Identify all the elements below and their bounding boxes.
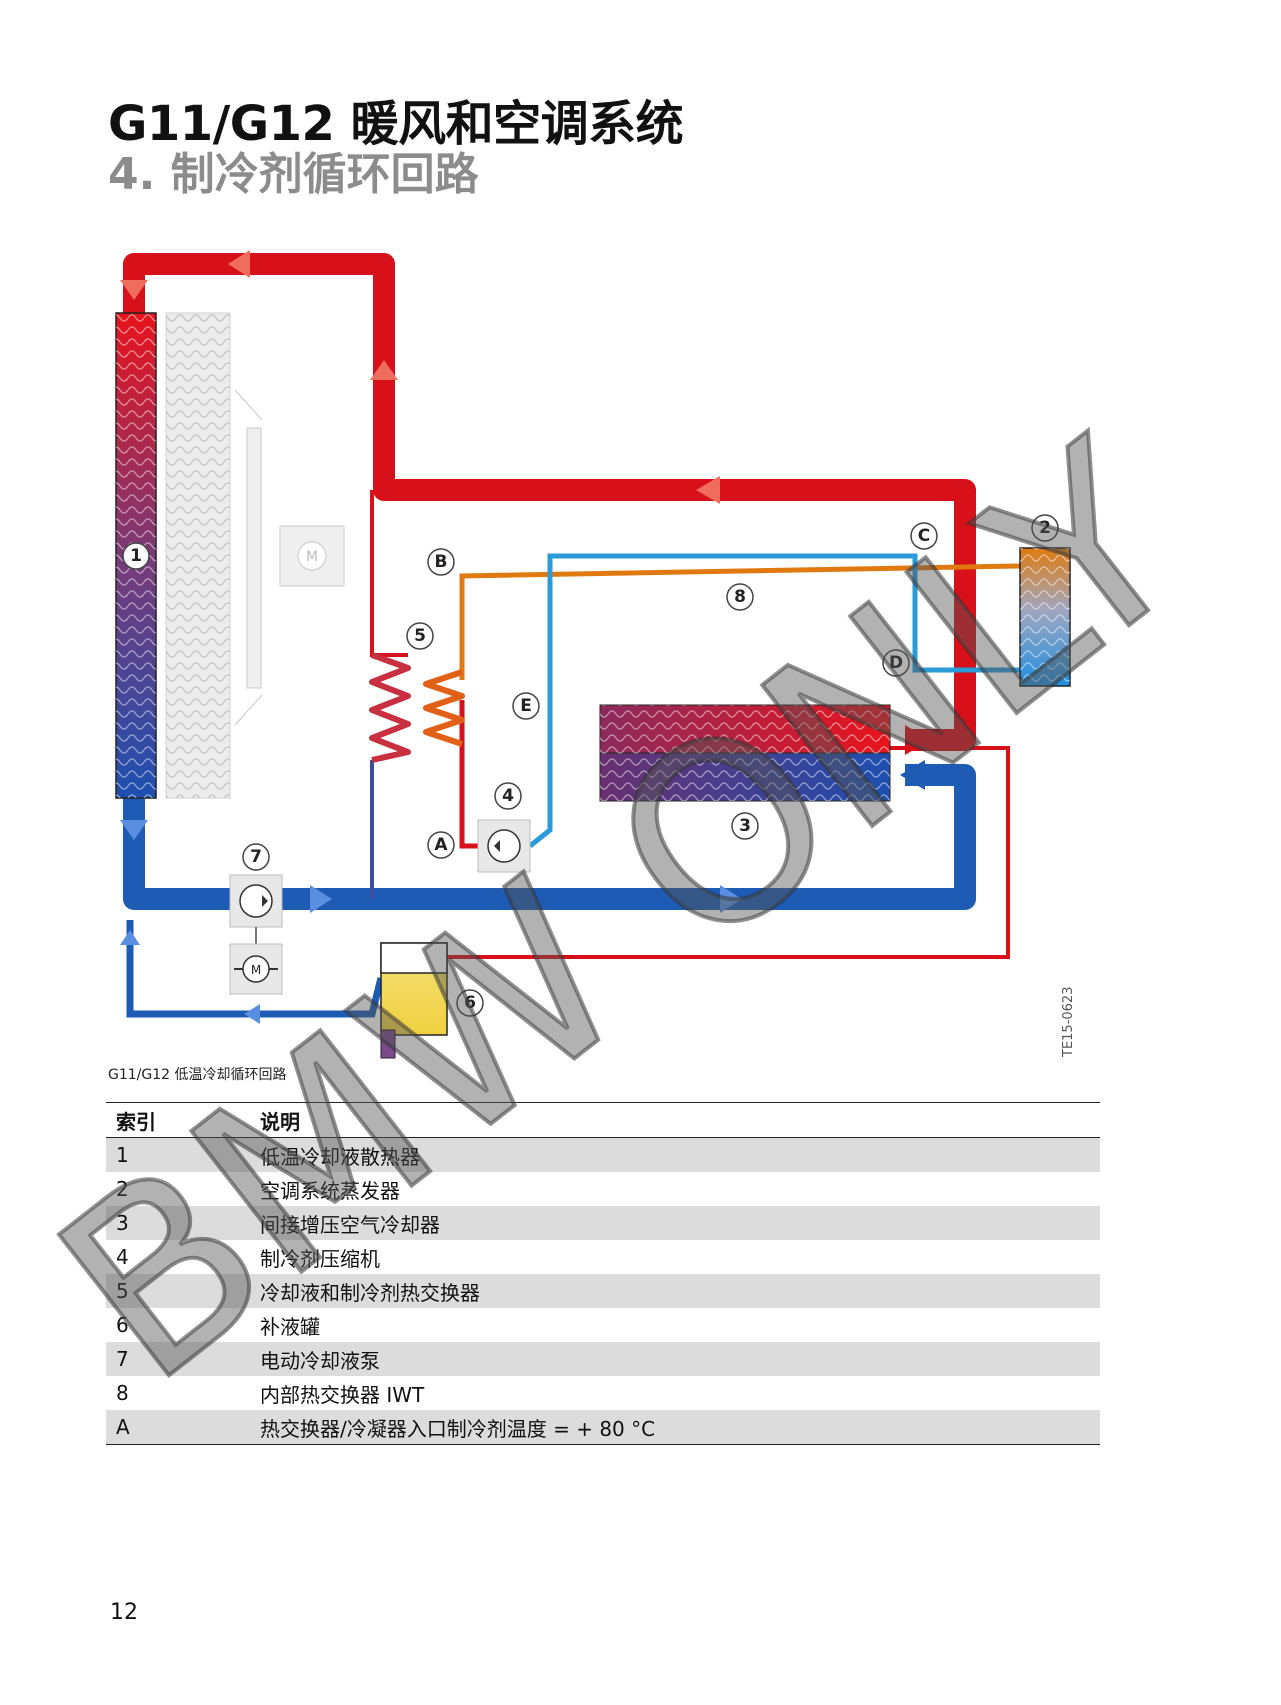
row-index: 6 bbox=[116, 1313, 129, 1337]
hot-coolant-pipes bbox=[123, 253, 976, 751]
row-description: 制冷剂压缩机 bbox=[260, 1246, 380, 1271]
row-description: 间接增压空气冷却器 bbox=[260, 1212, 440, 1237]
svg-text:A: A bbox=[434, 835, 448, 855]
figure-caption: G11/G12 低温冷却循环回路 bbox=[108, 1067, 287, 1083]
svg-text:7: 7 bbox=[250, 847, 262, 867]
label-E: E bbox=[512, 692, 540, 720]
svg-text:4: 4 bbox=[502, 786, 514, 806]
row-index: 5 bbox=[116, 1279, 129, 1303]
legend-table: 索引 说明 1 低温冷却液散热器 2 空调系统蒸发器 3 间接增压空气冷却器 4 制冷剂… bbox=[106, 1102, 1100, 1445]
row-description: 低温冷却液散热器 bbox=[260, 1144, 420, 1169]
svg-text:2: 2 bbox=[1039, 518, 1051, 538]
legend-row: 6 补液罐 bbox=[106, 1308, 1100, 1342]
expansion-tank bbox=[380, 942, 448, 1059]
legend-row: 1 低温冷却液散热器 bbox=[106, 1137, 1100, 1172]
page-number: 12 bbox=[110, 1600, 138, 1625]
row-description: 电动冷却液泵 bbox=[260, 1348, 380, 1373]
row-description: 补液罐 bbox=[260, 1314, 320, 1339]
legend-row: 5 冷却液和制冷剂热交换器 bbox=[106, 1274, 1100, 1308]
page-title: G11/G12 暖风和空调系统 bbox=[108, 96, 684, 152]
row-index: 4 bbox=[116, 1245, 129, 1269]
refrigerant-cold-pipes bbox=[528, 553, 1020, 848]
label-2: 2 bbox=[1031, 514, 1059, 542]
label-1: 1 bbox=[122, 542, 150, 570]
legend-row: 4 制冷剂压缩机 bbox=[106, 1240, 1100, 1274]
legend-row: 7 电动冷却液泵 bbox=[106, 1342, 1100, 1376]
legend-row: 3 间接增压空气冷却器 bbox=[106, 1206, 1100, 1240]
label-6: 6 bbox=[456, 989, 484, 1017]
refrigerant-compressor bbox=[477, 819, 531, 873]
row-index: 2 bbox=[116, 1177, 129, 1201]
label-D: D bbox=[882, 649, 910, 677]
row-index: 3 bbox=[116, 1211, 129, 1235]
ac-evaporator bbox=[1019, 547, 1071, 687]
svg-text:5: 5 bbox=[414, 626, 426, 646]
label-B: B bbox=[427, 548, 455, 576]
electric-coolant-pump: M bbox=[229, 874, 283, 995]
header-description: 说明 bbox=[250, 1102, 1100, 1138]
page-subtitle: 4. 制冷剂循环回路 bbox=[108, 149, 479, 200]
svg-text:1: 1 bbox=[130, 546, 142, 566]
svg-text:D: D bbox=[889, 653, 903, 673]
label-3: 3 bbox=[731, 812, 759, 840]
row-index: 8 bbox=[116, 1381, 129, 1405]
legend-header-row: 索引 说明 bbox=[106, 1102, 1100, 1138]
row-index: A bbox=[106, 1410, 250, 1445]
figure-code: TE15-0623 bbox=[1061, 987, 1076, 1058]
coolant-circuit-diagram: M M bbox=[115, 250, 1076, 1059]
row-description: 空调系统蒸发器 bbox=[260, 1178, 400, 1203]
label-7: 7 bbox=[242, 843, 270, 871]
motor-symbol: M bbox=[306, 549, 318, 565]
svg-text:3: 3 bbox=[739, 816, 751, 836]
label-C: C bbox=[910, 522, 938, 550]
cold-coolant-pipes bbox=[123, 764, 976, 910]
header-index: 索引 bbox=[106, 1102, 250, 1138]
svg-text:6: 6 bbox=[464, 993, 476, 1013]
label-8: 8 bbox=[726, 583, 754, 611]
charge-air-cooler bbox=[599, 704, 891, 802]
row-description: 冷却液和制冷剂热交换器 bbox=[260, 1280, 480, 1305]
row-index: 7 bbox=[116, 1347, 129, 1371]
coolant-refrigerant-heat-exchanger bbox=[369, 652, 465, 763]
svg-text:8: 8 bbox=[734, 587, 746, 607]
label-4: 4 bbox=[494, 782, 522, 810]
refrigerant-hot-pipes bbox=[459, 563, 1021, 680]
row-index: 1 bbox=[116, 1143, 129, 1167]
radiator-fan: M bbox=[234, 389, 345, 726]
row-description: 内部热交换器 IWT bbox=[260, 1382, 425, 1407]
svg-text:B: B bbox=[435, 552, 448, 572]
pump-motor-symbol: M bbox=[251, 963, 261, 977]
svg-text:E: E bbox=[520, 696, 532, 716]
label-A: A bbox=[427, 831, 455, 859]
svg-text:C: C bbox=[918, 526, 930, 546]
legend-row: 2 空调系统蒸发器 bbox=[106, 1172, 1100, 1206]
flow-arrows bbox=[120, 250, 930, 1024]
label-5: 5 bbox=[406, 622, 434, 650]
row-description: 热交换器/冷凝器入口制冷剂温度 = + 80 °C bbox=[250, 1410, 1100, 1445]
legend-row: 8 内部热交换器 IWT bbox=[106, 1376, 1100, 1410]
